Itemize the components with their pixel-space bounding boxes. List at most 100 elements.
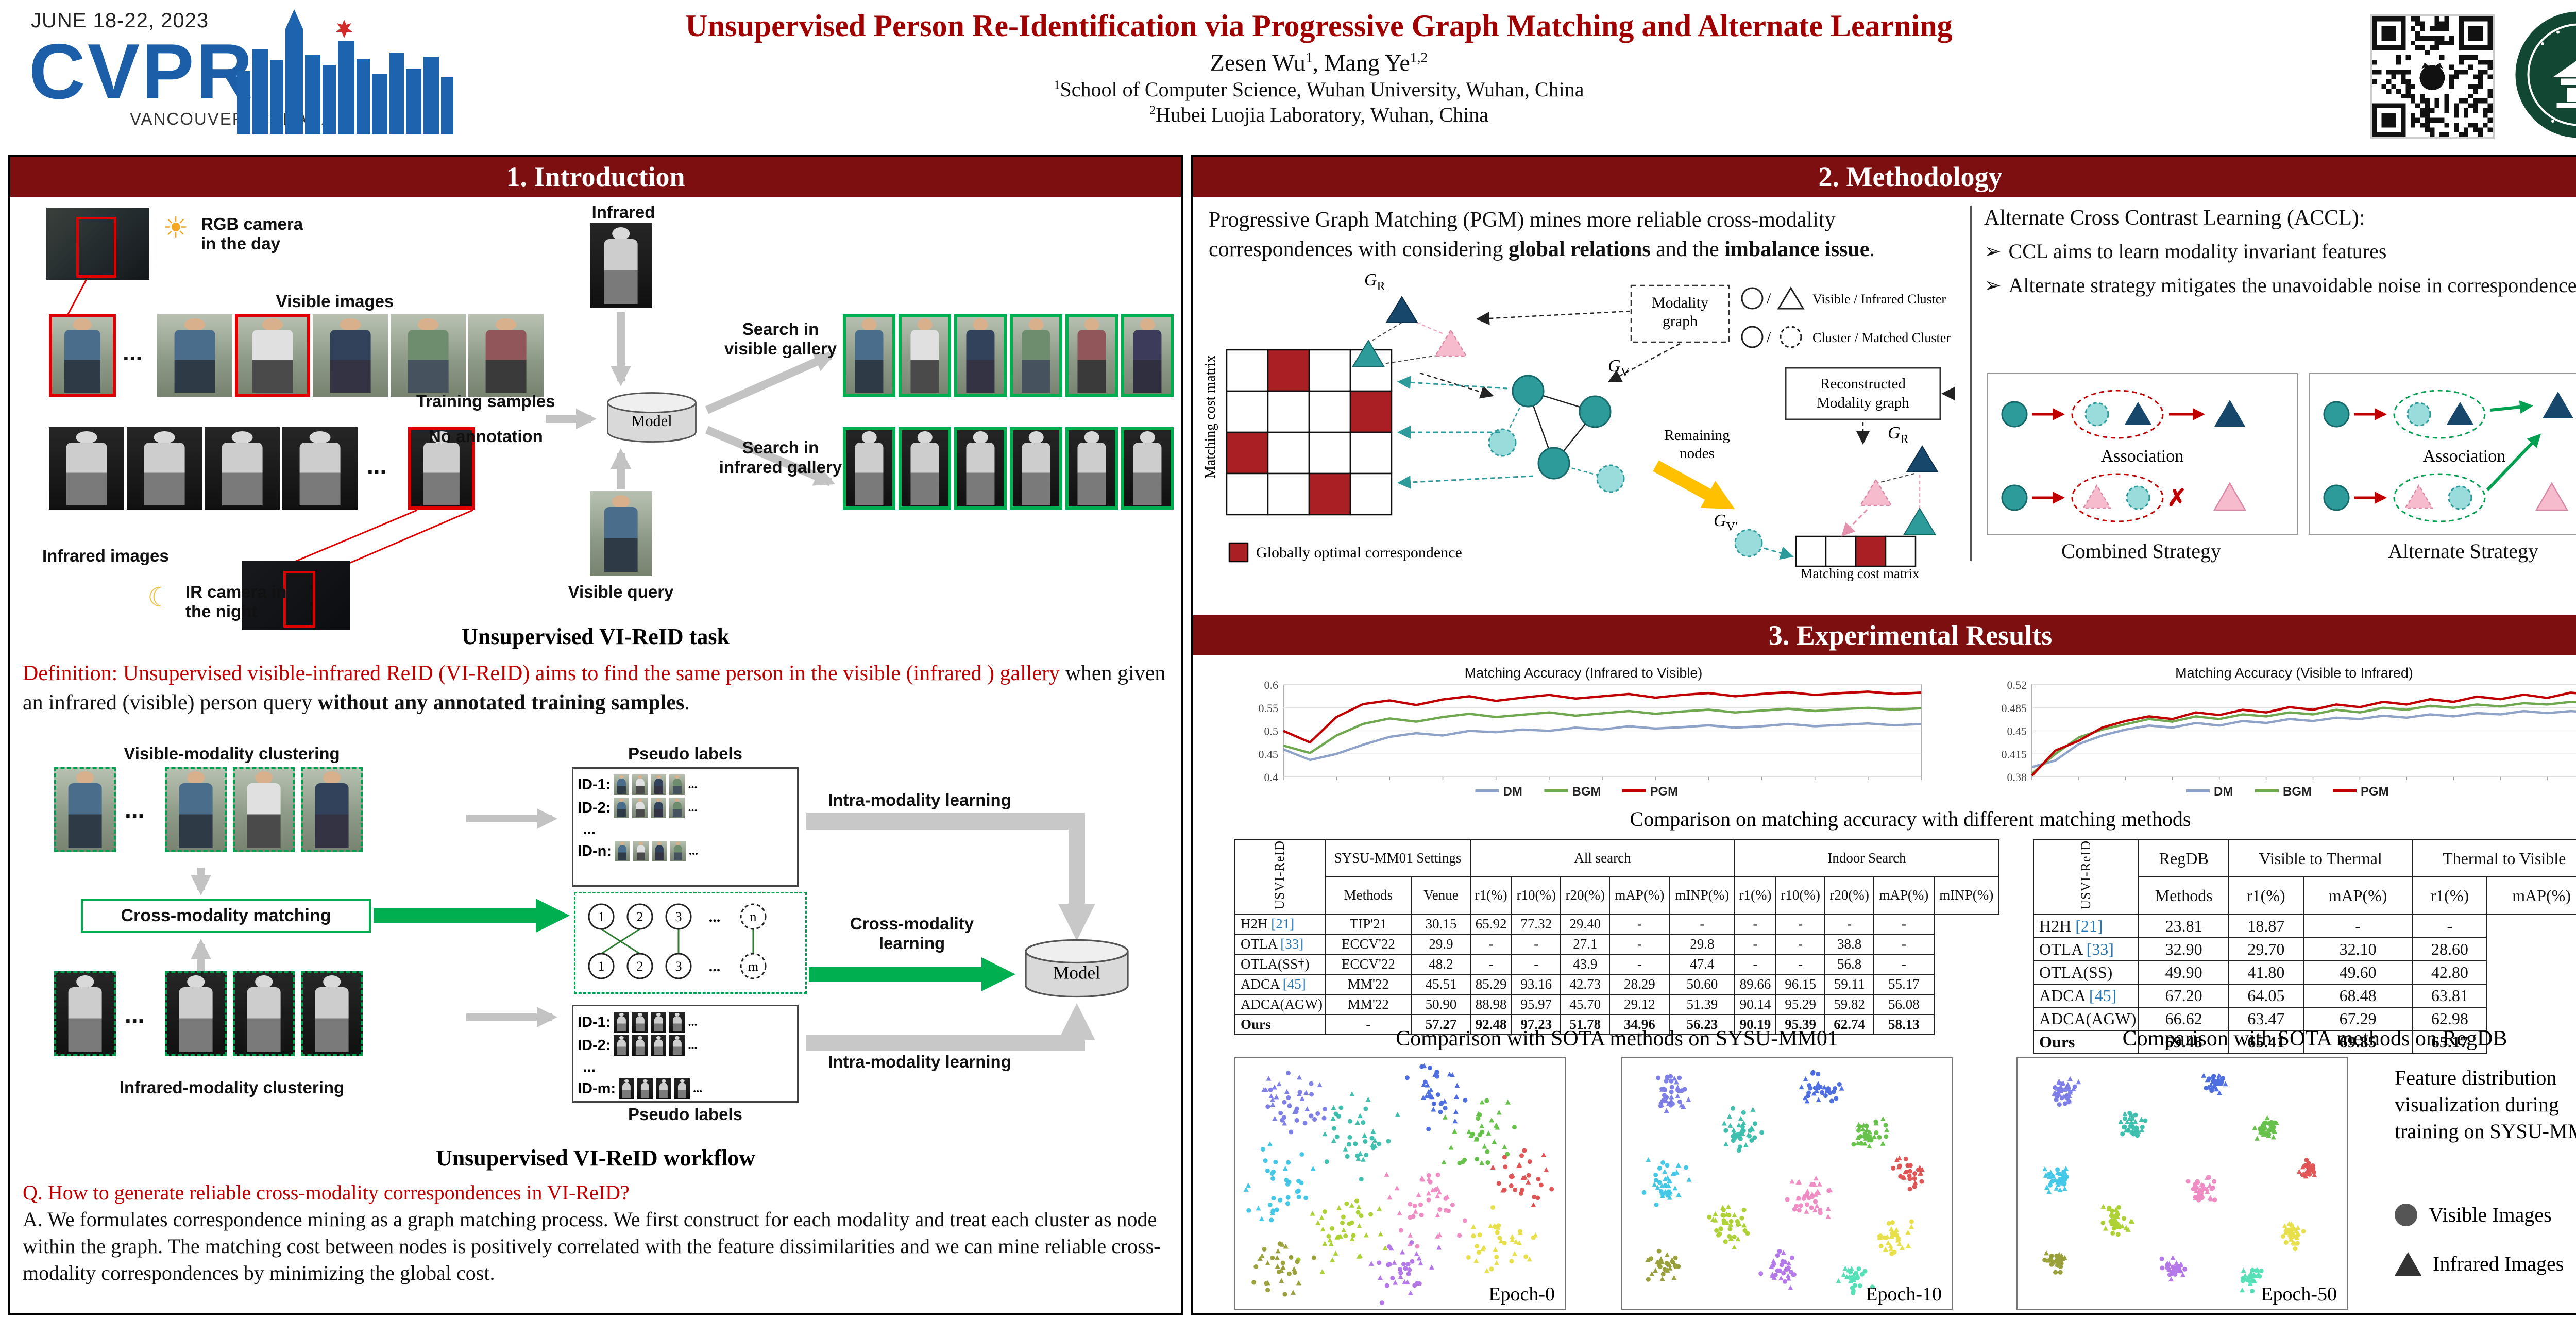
visible-feature-point <box>2050 1260 2056 1265</box>
visible-feature-point <box>1326 1233 1331 1239</box>
infrared-feature-point <box>1713 1211 1718 1216</box>
infrared-feature-point <box>1408 1232 1413 1238</box>
infrared-feature-point <box>2057 1187 2063 1192</box>
visible-feature-point <box>1877 1135 1882 1140</box>
infrared-feature-point <box>1662 1169 1668 1174</box>
visible-feature-point <box>1509 1259 1514 1264</box>
infrared-feature-point <box>1888 1246 1894 1252</box>
visible-feature-point <box>2110 1220 2115 1225</box>
visible-feature-point <box>1299 1180 1304 1186</box>
infrared-feature-point <box>1319 1215 1325 1220</box>
author-2-affiliation-mark: 1,2 <box>1410 49 1428 65</box>
visible-feature-point <box>2143 1118 2148 1123</box>
remaining-node <box>1734 529 1763 557</box>
infrared-feature-point <box>2047 1174 2053 1179</box>
table-cell: All search <box>1470 839 1735 877</box>
visible-feature-point <box>1422 1079 1428 1085</box>
affiliation-2: 2Hubei Luojia Laboratory, Wuhan, China <box>1149 103 1488 126</box>
infrared-feature-point <box>1795 1195 1801 1201</box>
table-cell: 63.81 <box>2412 983 2488 1008</box>
visible-feature-point <box>1878 1243 1884 1248</box>
svg-text:m: m <box>748 959 758 974</box>
infrared-feature-point <box>1370 1142 1376 1147</box>
visible-feature-point <box>1657 1165 1662 1171</box>
infrared-feature-point <box>1686 1177 1692 1182</box>
visible-feature-point <box>1285 1195 1291 1200</box>
table-cell: 51.39 <box>1669 993 1735 1015</box>
infrared-feature-point <box>1675 1162 1681 1168</box>
infrared-feature-point <box>1864 1123 1870 1128</box>
infrared-feature-point <box>1785 1266 1791 1272</box>
visible-feature-point <box>1907 1187 1912 1192</box>
visible-feature-point <box>1438 1109 1443 1114</box>
ellipsis: ... <box>688 777 698 791</box>
table-cell: 49.90 <box>2138 960 2229 985</box>
visible-feature-point <box>1297 1090 1302 1095</box>
visible-feature-point <box>1789 1255 1794 1260</box>
infrared-feature-point <box>1786 1275 1791 1281</box>
affiliation-1: 1School of Computer Science, Wuhan Unive… <box>1054 78 1584 101</box>
infrared-feature-point <box>2198 1194 2204 1199</box>
infrared-feature-point <box>1669 1094 1674 1100</box>
visible-feature-point <box>1670 1260 1675 1265</box>
infrared-feature-point <box>1421 1081 1427 1087</box>
visible-feature-point <box>1527 1159 1532 1164</box>
visible-feature-point <box>2115 1232 2121 1237</box>
visible-feature-point <box>1807 1083 1812 1088</box>
legend-global-optimal-text: Globally optimal correspondence <box>1256 544 1462 561</box>
infrared-feature-point <box>1513 1239 1519 1244</box>
infrared-feature-point <box>1377 1206 1382 1211</box>
infrared-images-icon <box>2395 1252 2421 1276</box>
visible-feature-point <box>1834 1096 1839 1101</box>
table-cell: - <box>1734 933 1777 955</box>
svg-text:PGM: PGM <box>2361 785 2389 799</box>
method-cell: ADCA(AGW) <box>2032 1006 2140 1031</box>
infrared-feature-point <box>1291 1266 1297 1272</box>
svg-text:BGM: BGM <box>2283 785 2312 799</box>
infrared-person-thumbnail <box>282 427 358 510</box>
infrared-feature-point <box>2217 1090 2223 1095</box>
table-cell: - <box>1511 933 1562 955</box>
visible-feature-point <box>1775 1253 1780 1258</box>
infrared-feature-point <box>1659 1193 1665 1198</box>
visible-feature-point <box>2122 1124 2127 1129</box>
visible-feature-point <box>1338 1105 1344 1110</box>
table-cell: 59.82 <box>1824 993 1875 1015</box>
visible-feature-point <box>1656 1075 1661 1080</box>
visible-feature-point <box>1282 1100 1287 1105</box>
visible-feature-point <box>1749 1138 1754 1143</box>
visible-feature-point <box>1340 1220 1345 1225</box>
visible-feature-point <box>1727 1233 1732 1239</box>
ellipsis: ... <box>689 844 699 858</box>
gr-label: GR <box>1364 270 1385 293</box>
infrared-feature-point <box>1919 1166 1925 1172</box>
infrared-person-thumbnail <box>49 427 124 510</box>
visible-feature-point <box>1653 1172 1658 1177</box>
search-visible-label: Search in visible gallery <box>724 319 837 358</box>
infrared-feature-point <box>1328 1241 1334 1246</box>
infrared-feature-point <box>2129 1219 2135 1224</box>
infrared-feature-point <box>2255 1136 2260 1141</box>
visible-feature-point <box>1916 1167 1921 1172</box>
gr-label-2: GR <box>1888 424 1909 446</box>
visible-feature-point <box>1359 1177 1364 1182</box>
table-cell: 30.15 <box>1411 913 1471 935</box>
visible-feature-point <box>1779 1262 1784 1267</box>
table-cell: [21] <box>1271 916 1295 932</box>
gv-label: GV <box>1608 357 1630 379</box>
visible-feature-point <box>1658 1104 1663 1109</box>
visible-feature-point <box>2271 1121 2276 1126</box>
table-cell: - <box>1775 953 1826 975</box>
visible-feature-point <box>1759 1130 1765 1135</box>
visible-feature-point <box>1289 1129 1294 1135</box>
infrared-feature-point <box>1672 1185 1678 1191</box>
visible-feature-point <box>1390 1276 1395 1281</box>
visible-feature-point <box>2185 1179 2191 1184</box>
visible-person-thumbnail <box>165 767 227 852</box>
matched-cluster-node <box>1488 428 1517 457</box>
svg-text:0.45: 0.45 <box>2007 725 2027 738</box>
visible-feature-point <box>1884 1235 1889 1240</box>
infrared-feature-point <box>1804 1098 1810 1104</box>
